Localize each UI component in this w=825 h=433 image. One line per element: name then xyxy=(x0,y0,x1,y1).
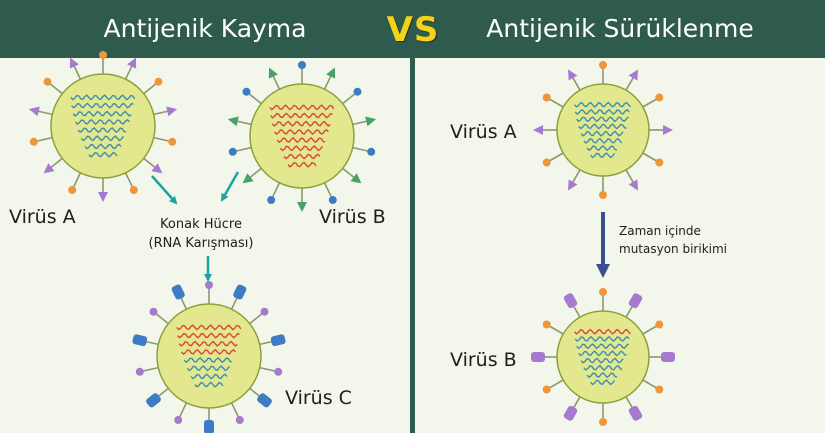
header-bar xyxy=(0,0,825,58)
virus-b-drift xyxy=(531,288,675,426)
label-host-cell: Konak Hücre (RNA Karışması) xyxy=(136,215,266,253)
label-shift-virus-c: Virüs C xyxy=(285,387,352,409)
arrow-virus-b-to-host xyxy=(220,171,240,202)
virus-a-shift xyxy=(28,51,178,202)
right-title: Antijenik Sürüklenme xyxy=(486,14,754,43)
label-drift-virus-b: Virüs B xyxy=(450,349,517,371)
mutation-note-line2: mutasyon birikimi xyxy=(619,242,727,256)
label-drift-mutation-note: Zaman içinde mutasyon birikimi xyxy=(619,222,727,258)
panel-divider xyxy=(410,58,415,433)
vs-label: VS xyxy=(386,10,440,50)
left-title: Antijenik Kayma xyxy=(103,14,307,43)
virus-a-drift xyxy=(533,61,673,199)
label-shift-virus-b: Virüs B xyxy=(319,206,386,228)
host-cell-line2: (RNA Karışması) xyxy=(148,236,254,251)
label-drift-virus-a: Virüs A xyxy=(450,121,517,143)
virus-c-shift xyxy=(132,281,286,433)
label-shift-virus-a: Virüs A xyxy=(9,206,76,228)
mutation-note-line1: Zaman içinde xyxy=(619,224,701,238)
virus-b-shift xyxy=(227,61,377,212)
arrow-virus-a-to-host xyxy=(151,175,178,205)
host-cell-line1: Konak Hücre xyxy=(160,217,242,232)
